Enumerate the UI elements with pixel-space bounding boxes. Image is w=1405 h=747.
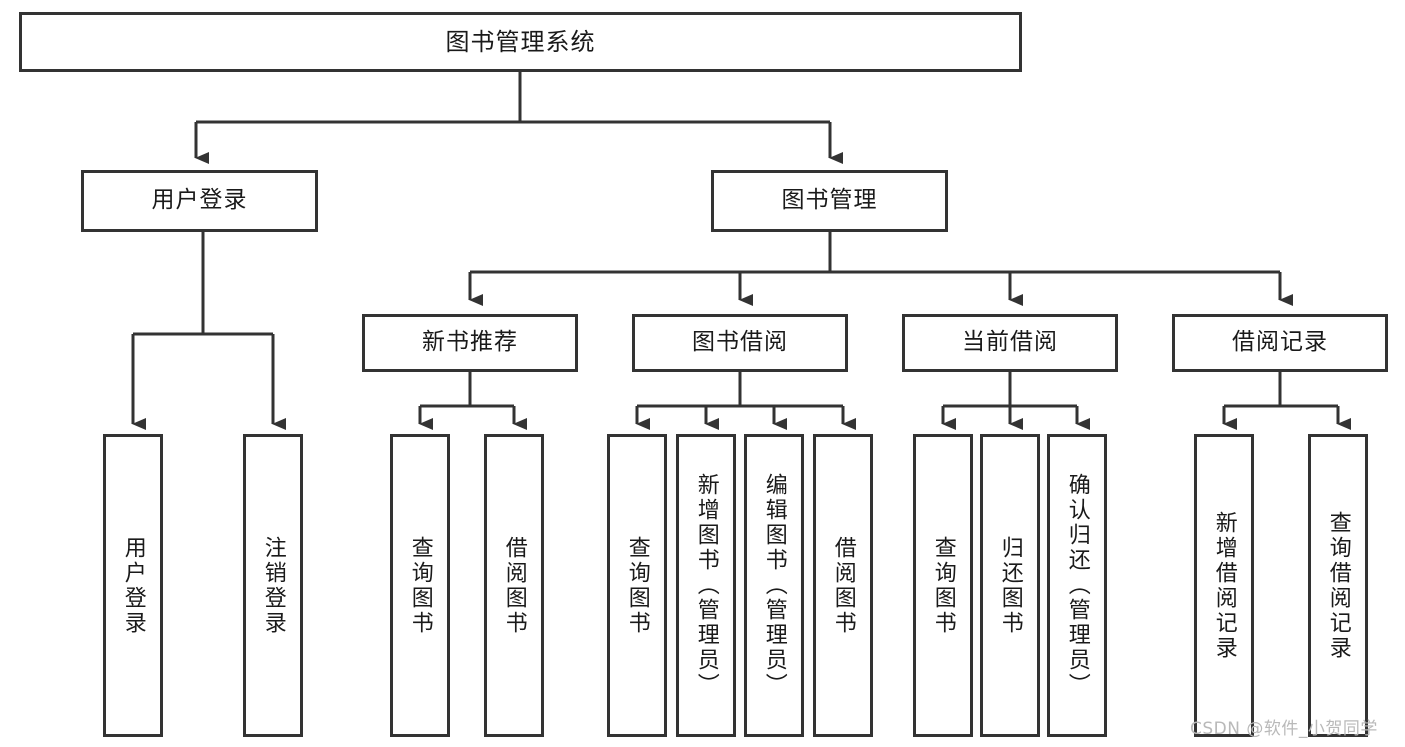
node-leaf-logout[interactable]: 注销登录: [243, 434, 303, 737]
csdn-watermark: CSDN @软件_小贺同学: [1190, 719, 1378, 739]
node-borrow-record[interactable]: 借阅记录: [1172, 314, 1388, 372]
node-leaf-query-book-borrow[interactable]: 查询图书: [607, 434, 667, 737]
node-leaf-add-borrow-record-label: 新增借阅记录: [1211, 510, 1237, 661]
node-leaf-query-borrow-record-label: 查询借阅记录: [1325, 510, 1351, 661]
node-leaf-borrow-book-rec[interactable]: 借阅图书: [484, 434, 544, 737]
node-current-borrow[interactable]: 当前借阅: [902, 314, 1118, 372]
node-leaf-query-book-rec[interactable]: 查询图书: [390, 434, 450, 737]
node-current-borrow-label: 当前借阅: [962, 329, 1058, 356]
node-leaf-query-borrow-record[interactable]: 查询借阅记录: [1308, 434, 1368, 737]
node-user-login[interactable]: 用户登录: [81, 170, 318, 232]
node-leaf-return-book[interactable]: 归还图书: [980, 434, 1040, 737]
node-leaf-add-borrow-record[interactable]: 新增借阅记录: [1194, 434, 1254, 737]
node-user-login-label: 用户登录: [151, 187, 248, 214]
node-leaf-query-book-current[interactable]: 查询图书: [913, 434, 973, 737]
node-leaf-borrow-book[interactable]: 借阅图书: [813, 434, 873, 737]
node-leaf-edit-book[interactable]: 编辑图书（管理员）: [744, 434, 804, 737]
node-leaf-user-login-label: 用户登录: [120, 535, 146, 636]
node-leaf-add-book[interactable]: 新增图书（管理员）: [676, 434, 736, 737]
node-leaf-logout-label: 注销登录: [260, 535, 286, 636]
node-leaf-query-book-borrow-label: 查询图书: [624, 535, 650, 636]
node-leaf-borrow-book-rec-label: 借阅图书: [501, 535, 527, 636]
node-leaf-confirm-return[interactable]: 确认归还（管理员）: [1047, 434, 1107, 737]
node-book-borrow-label: 图书借阅: [692, 329, 788, 356]
node-new-book-recommend-label: 新书推荐: [422, 329, 518, 356]
node-leaf-query-book-current-label: 查询图书: [930, 535, 956, 636]
node-leaf-edit-book-label: 编辑图书（管理员）: [761, 473, 787, 698]
node-leaf-add-book-label: 新增图书（管理员）: [693, 473, 719, 698]
node-root-system[interactable]: 图书管理系统: [19, 12, 1022, 72]
node-new-book-recommend[interactable]: 新书推荐: [362, 314, 578, 372]
node-book-manage-label: 图书管理: [781, 187, 878, 214]
node-leaf-borrow-book-label: 借阅图书: [830, 535, 856, 636]
node-leaf-confirm-return-label: 确认归还（管理员）: [1064, 473, 1090, 698]
node-root-system-label: 图书管理系统: [445, 27, 596, 56]
node-leaf-query-book-rec-label: 查询图书: [407, 535, 433, 636]
node-book-borrow[interactable]: 图书借阅: [632, 314, 848, 372]
node-borrow-record-label: 借阅记录: [1232, 329, 1328, 356]
node-book-manage[interactable]: 图书管理: [711, 170, 948, 232]
node-leaf-user-login[interactable]: 用户登录: [103, 434, 163, 737]
node-leaf-return-book-label: 归还图书: [997, 535, 1023, 636]
